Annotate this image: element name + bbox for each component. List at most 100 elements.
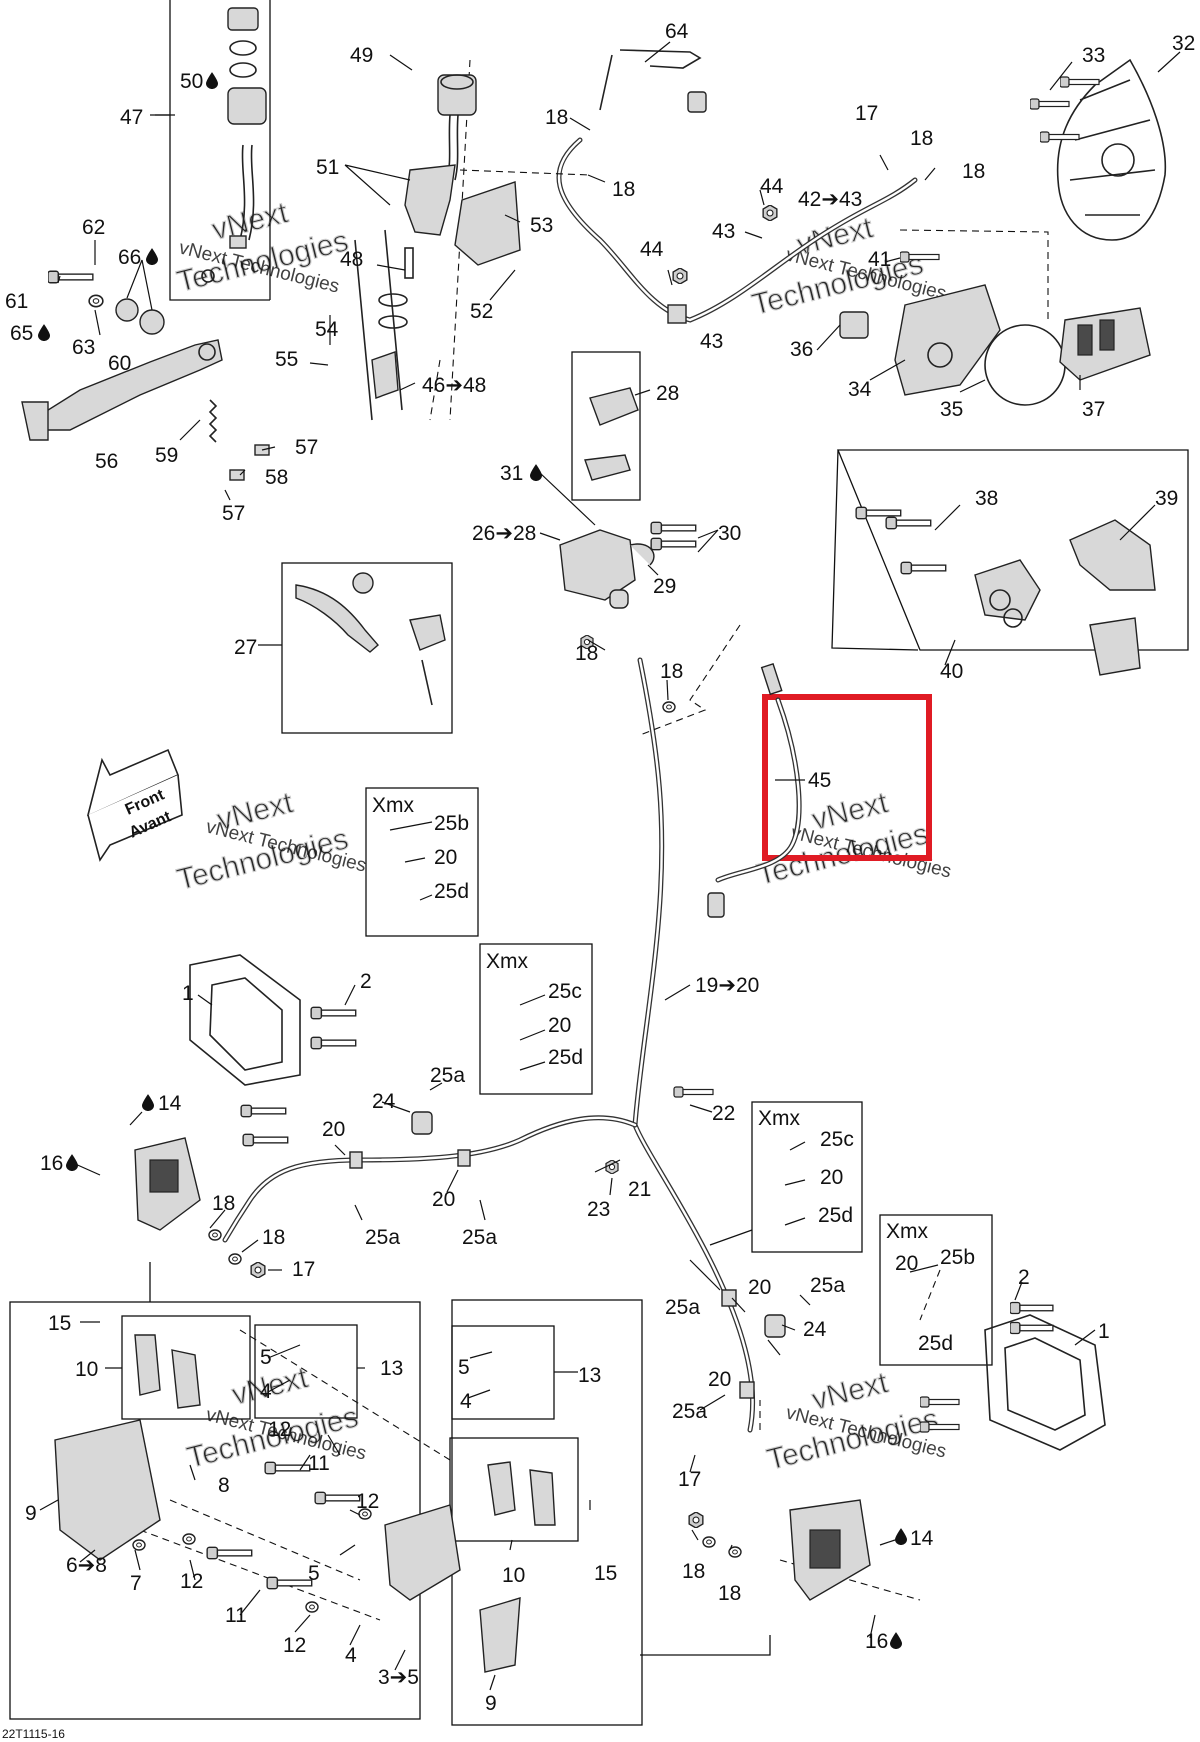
callouts: 64 49 50 47 18 18 17 18 18 33 32 44 42➔4… — [2, 20, 1195, 1741]
caliper-housing-right — [384, 1504, 461, 1601]
callout-4: 4 — [260, 1380, 272, 1403]
callout-18: 18 — [682, 1560, 705, 1583]
callout-17: 17 — [292, 1258, 315, 1281]
callout-50: 50 — [180, 70, 203, 93]
rear-reservoir — [437, 74, 477, 116]
callout-54: 54 — [315, 318, 339, 341]
callout-63: 63 — [72, 336, 95, 359]
callout-12: 12 — [268, 1418, 291, 1441]
inset-frame-38-40 — [837, 449, 1189, 651]
callout-17: 17 — [855, 102, 878, 125]
callout-64: 64 — [665, 20, 689, 43]
callout-53: 53 — [530, 214, 553, 237]
callout-4: 4 — [460, 1390, 472, 1413]
callout-11: 11 — [225, 1604, 247, 1627]
callout-57: 57 — [295, 436, 318, 459]
callout-35: 35 — [940, 398, 963, 421]
front-direction-arrow: Front Avant — [86, 748, 183, 862]
callout-14: 14 — [158, 1092, 182, 1115]
callout-36: 36 — [790, 338, 813, 361]
callout-18: 18 — [660, 660, 683, 683]
callout-44: 44 — [640, 238, 664, 261]
callout-7: 7 — [130, 1572, 142, 1595]
front-master-cylinder — [559, 529, 636, 601]
callout-13: 13 — [380, 1357, 403, 1380]
callout-2: 2 — [1018, 1266, 1030, 1289]
callout-18: 18 — [612, 178, 635, 201]
xmx-frame-2 — [479, 943, 593, 1095]
callout-25c: 25c — [548, 980, 582, 1003]
callout-18: 18 — [962, 160, 985, 183]
callout-11: 11 — [308, 1452, 330, 1475]
callout-4: 4 — [345, 1644, 357, 1667]
callout-18: 18 — [545, 106, 568, 129]
inset-frame-47 — [169, 0, 270, 301]
callout-49: 49 — [350, 44, 373, 67]
callout-20: 20 — [748, 1276, 771, 1299]
callout-5: 5 — [458, 1356, 470, 1379]
inset-frames — [9, 0, 1189, 1726]
brake-hoses — [222, 137, 918, 1433]
callout-44: 44 — [760, 175, 784, 198]
callout-25d: 25d — [918, 1332, 953, 1355]
xmx-frame-4 — [879, 1214, 993, 1366]
callout-55: 55 — [275, 348, 298, 371]
callout-66: 66 — [118, 246, 141, 269]
callout-20: 20 — [548, 1014, 571, 1037]
xmx-header-4: Xmx — [886, 1220, 929, 1243]
callout-24: 24 — [803, 1318, 827, 1341]
callout-59: 59 — [155, 444, 178, 467]
reservoir-cap — [227, 7, 259, 31]
callout-8: 8 — [218, 1474, 230, 1497]
leader-lines — [39, 41, 1181, 1691]
callout-19-20: 19➔20 — [695, 974, 759, 997]
callout-10: 10 — [502, 1564, 525, 1587]
callout-17: 17 — [678, 1468, 701, 1491]
callout-48: 48 — [340, 248, 363, 271]
callout-41: 41 — [868, 248, 891, 271]
callout-37: 37 — [1082, 398, 1105, 421]
callout-25a: 25a — [665, 1296, 700, 1319]
callout-25b: 25b — [434, 812, 469, 835]
callout-20: 20 — [820, 1166, 843, 1189]
callout-5: 5 — [260, 1346, 272, 1369]
bushing-36 — [839, 311, 869, 339]
inset-frame-28 — [571, 351, 641, 501]
callout-30: 30 — [718, 522, 741, 545]
callout-20: 20 — [708, 1368, 731, 1391]
callout-43: 43 — [712, 220, 735, 243]
oil-drop-icon — [38, 324, 50, 341]
disc-plate-right — [984, 1314, 1106, 1451]
rear-brake-disc — [1056, 58, 1167, 241]
callout-52: 52 — [470, 300, 493, 323]
inset-frame-front-right-caliper — [451, 1299, 643, 1726]
oil-drop-icon — [146, 248, 158, 265]
caliper-housing-left — [54, 1419, 161, 1561]
callout-20: 20 — [432, 1188, 455, 1211]
callout-12: 12 — [356, 1490, 379, 1513]
callout-33: 33 — [1082, 44, 1105, 67]
callout-20: 20 — [895, 1252, 918, 1275]
callout-18: 18 — [718, 1582, 741, 1605]
heat-shield — [454, 181, 521, 266]
callout-25c: 25c — [820, 1128, 854, 1151]
callout-9: 9 — [485, 1692, 497, 1715]
callout-25d: 25d — [548, 1046, 583, 1069]
callout-23: 23 — [587, 1198, 610, 1221]
callout-62: 62 — [82, 216, 105, 239]
callout-31: 31 — [500, 462, 523, 485]
caliper-support — [894, 284, 1001, 396]
callout-10: 10 — [75, 1358, 98, 1381]
callout-20: 20 — [322, 1118, 345, 1141]
callout-24: 24 — [372, 1090, 396, 1113]
callout-57: 57 — [222, 502, 245, 525]
callout-1: 1 — [182, 982, 194, 1005]
callout-18: 18 — [212, 1192, 235, 1215]
callout-58: 58 — [265, 466, 288, 489]
callout-14: 14 — [910, 1527, 934, 1550]
callout-6-8: 6➔8 — [66, 1554, 107, 1577]
callout-27: 27 — [234, 636, 257, 659]
callout-25d: 25d — [818, 1204, 853, 1227]
callout-34: 34 — [848, 378, 872, 401]
